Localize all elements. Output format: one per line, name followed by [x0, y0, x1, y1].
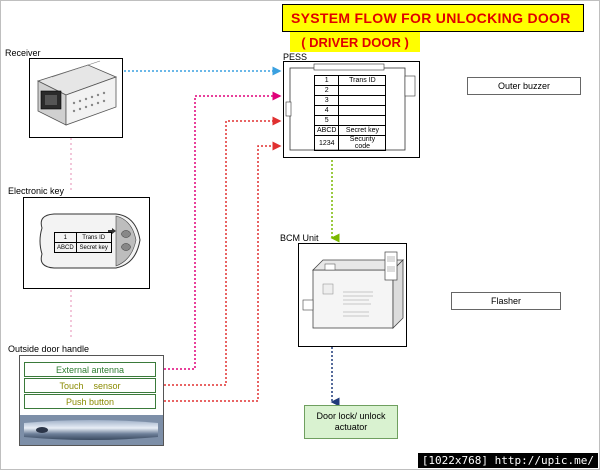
electronic-key-label: Electronic key: [8, 186, 65, 196]
pess-table-cell: [338, 105, 387, 116]
electronic-key-box: 1 Trans ID ABCD Secret key: [23, 197, 150, 289]
diagram-subtitle: ( DRIVER DOOR ): [290, 32, 420, 52]
bcm-box: [298, 243, 407, 347]
button-to-pess-line: [156, 141, 282, 402]
pess-table-cell: 5: [313, 115, 340, 126]
door-lock-actuator-box: Door lock/ unlock actuator: [304, 405, 398, 439]
pess-table-row: 4: [313, 105, 387, 116]
outside-handle-label: Outside door handle: [8, 344, 90, 354]
push-button-row: Push button: [24, 394, 156, 409]
pess-table-cell: ABCD: [313, 125, 340, 136]
key-cell: Trans ID: [75, 232, 112, 243]
key-cell: 1: [54, 232, 77, 243]
pess-table-row: 3: [313, 95, 387, 106]
door-lock-line2: actuator: [334, 422, 368, 432]
pess-table-cell: 1234: [313, 135, 340, 151]
door-handle-photo: [20, 415, 163, 445]
pess-table-cell: [338, 95, 387, 106]
external-antenna-row: External antenna: [24, 362, 156, 377]
pess-table-cell: 2: [313, 85, 340, 96]
pess-table-cell: Secret key: [338, 125, 387, 136]
image-size-watermark: [1022x768] http://upic.me/: [417, 453, 598, 468]
receiver-box: [29, 58, 123, 138]
key-data-table: 1 Trans ID ABCD Secret key: [54, 232, 112, 253]
door-lock-line1: Door lock/ unlock: [316, 410, 386, 421]
outer-buzzer-box: Outer buzzer: [467, 77, 581, 95]
pess-table-row: 2: [313, 85, 387, 96]
key-cell: ABCD: [54, 242, 77, 253]
flasher-label: Flasher: [490, 296, 521, 306]
pess-table-cell: 1: [313, 75, 340, 86]
bcm-label: BCM Unit: [280, 233, 319, 243]
push-button-label: Push button: [65, 396, 115, 407]
diagram-title: SYSTEM FLOW FOR UNLOCKING DOOR: [282, 4, 584, 32]
receiver-label: Receiver: [5, 48, 41, 58]
pess-label: PESS: [283, 52, 308, 62]
pess-table-cell: Security code: [338, 135, 387, 151]
pess-table-cell: Trans ID: [338, 75, 387, 86]
receiver-module-icon: [36, 60, 118, 126]
key-cell: Secret key: [75, 242, 112, 253]
sensor-to-pess-line: [156, 116, 282, 386]
bcm-module-icon: [302, 251, 404, 329]
pess-table-row: 5: [313, 115, 387, 126]
external-antenna-label: External antenna: [55, 364, 125, 375]
pess-table-cell: 4: [313, 105, 340, 116]
touch-sensor-label: Touch sensor: [59, 380, 121, 391]
pess-table-cell: 3: [313, 95, 340, 106]
outer-buzzer-label: Outer buzzer: [497, 81, 551, 91]
touch-sensor-row: Touch sensor: [24, 378, 156, 393]
pess-table-cell: [338, 115, 387, 126]
antenna-to-pess-line: [156, 91, 282, 370]
flasher-box: Flasher: [451, 292, 561, 310]
pess-table-cell: [338, 85, 387, 96]
